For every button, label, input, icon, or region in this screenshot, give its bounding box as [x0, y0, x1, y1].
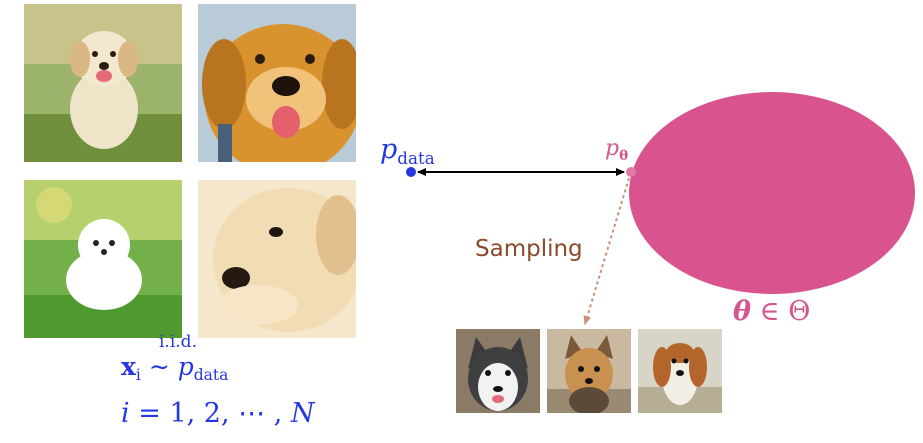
p-symbol: p	[605, 136, 620, 161]
theta-subscript: θ	[619, 147, 629, 164]
N-symbol: N	[290, 398, 315, 429]
i-symbol: i	[121, 398, 130, 429]
i-subscript: i	[135, 366, 141, 385]
training-image-1	[24, 4, 182, 162]
index-values: = 1, 2, ⋯ ,	[138, 398, 291, 429]
model-distribution-point	[626, 167, 636, 177]
training-image-2	[198, 4, 356, 162]
parameter-space-label: θ ∈ Θ	[733, 296, 810, 327]
data-subscript: data	[397, 147, 435, 168]
tilde-symbol: ∼	[148, 352, 170, 381]
p-symbol: p	[177, 352, 194, 381]
p-theta-label: pθ	[605, 136, 629, 164]
element-of-symbol: ∈	[759, 296, 780, 327]
data-distribution-point	[406, 167, 416, 177]
iid-equation: xi i.i.d. ∼ pdata	[121, 332, 229, 385]
sampled-image-3	[638, 329, 722, 413]
iid-label: i.i.d.	[159, 332, 197, 352]
sampling-arrow	[583, 177, 630, 325]
theta-symbol: θ	[733, 296, 752, 327]
p-symbol: p	[380, 134, 398, 165]
sampled-image-2	[547, 329, 631, 413]
p-data-label: pdata	[380, 134, 435, 168]
x-symbol: x	[121, 352, 136, 381]
training-image-3	[24, 180, 182, 338]
data-subscript: data	[193, 366, 229, 385]
Theta-symbol: Θ	[788, 296, 811, 327]
sampling-label: Sampling	[475, 236, 583, 262]
index-equation: i = 1, 2, ⋯ , N	[121, 398, 315, 429]
sampled-image-1	[456, 329, 540, 413]
training-image-4	[198, 180, 356, 338]
model-family-blob	[629, 92, 915, 294]
